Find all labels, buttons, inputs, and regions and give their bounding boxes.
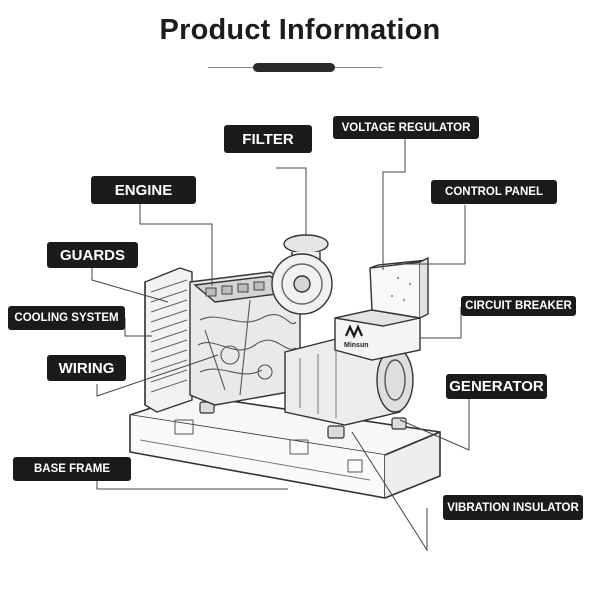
label-base-frame: BASE FRAME [13,457,131,481]
leader-wiring [96,354,219,397]
leader-circuit-breaker [420,307,462,339]
label-control-panel: CONTROL PANEL [431,180,557,204]
control-panel-drawing [369,256,429,319]
label-filter: FILTER [224,125,312,153]
air-filter-drawing [271,234,333,315]
leader-lines [91,139,470,552]
label-generator: GENERATOR [446,374,547,399]
leader-vibration-insulator [351,431,428,552]
label-wiring: WIRING [47,355,126,381]
leader-filter [276,167,307,235]
brand-badge-text: Minsun [344,342,369,349]
leader-generator [399,399,470,451]
title-divider-pill [253,63,335,72]
label-voltage-regulator: VOLTAGE REGULATOR [333,116,479,139]
leader-cooling-system [124,318,152,337]
leader-engine [139,204,213,286]
terminal-box-drawing [334,309,421,361]
radiator-drawing [144,267,193,413]
label-engine: ENGINE [91,176,196,204]
label-vibration-insulator: VIBRATION INSULATOR [443,495,583,520]
label-circuit-breaker: CIRCUIT BREAKER [461,296,576,316]
label-guards: GUARDS [47,242,138,268]
leader-base-frame [96,481,288,490]
label-cooling-system: COOLING SYSTEM [8,306,125,330]
brand-badge: Minsun [344,324,369,349]
leader-voltage-regulator [382,139,406,270]
page-title: Product Information [159,14,441,46]
leader-guards [91,268,169,303]
leader-control-panel [395,205,466,265]
